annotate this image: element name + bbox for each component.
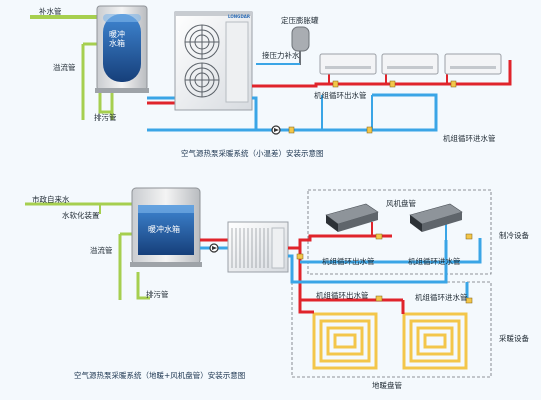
bottom-supply-main xyxy=(288,246,306,314)
bottom-system xyxy=(25,187,492,378)
top-heat-pump-unit xyxy=(174,11,253,111)
top-tank-line2: 水箱 xyxy=(109,39,125,49)
bottom-supply-up xyxy=(298,234,392,248)
top-fan-coil-2 xyxy=(381,53,439,75)
label-cooling-equipment: 制冷设备 xyxy=(499,231,529,240)
top-fan-coil-3 xyxy=(444,53,502,75)
top-valves xyxy=(288,80,457,134)
bottom-tank-text: 暖冲水箱 xyxy=(148,225,180,234)
bottom-caption: 空气源热泵采暖系统（地暖+风机盘管）安装示意图 xyxy=(74,371,246,380)
label-return-a: 机组循环进水管 xyxy=(408,257,461,266)
label-expansion-tank: 定压膨胀罐 xyxy=(281,16,319,25)
label-heating-equipment: 采暖设备 xyxy=(499,334,529,343)
heating-zone-frame xyxy=(291,281,492,378)
bottom-buffer-tank xyxy=(130,187,202,267)
label-top-supply: 机组循环出水管 xyxy=(314,91,367,100)
bottom-drain-pipe xyxy=(136,272,150,300)
label-return-b: 机组循环进水管 xyxy=(415,293,468,302)
top-fan-coil-1 xyxy=(319,53,377,75)
label-overflow-pipe: 溢流管 xyxy=(53,63,76,72)
bottom-valves xyxy=(296,233,473,304)
label-top-return: 机组循环进水管 xyxy=(443,134,496,143)
top-supply-main xyxy=(252,60,512,88)
label-supply-b: 机组循环出水管 xyxy=(316,291,369,300)
label-drain-pipe: 排污管 xyxy=(94,113,117,122)
label-floor-coil: 地暖盘管 xyxy=(372,381,402,390)
bottom-return-cooling xyxy=(300,238,482,264)
floor-coil-left xyxy=(312,312,378,370)
top-return-main xyxy=(252,93,438,132)
top-tank-text: 暖冲 水箱 xyxy=(109,30,125,48)
label-pressure-makeup: 接压力补水 xyxy=(262,51,300,60)
top-expansion-tank xyxy=(291,26,310,65)
top-tank-line1: 暖冲 xyxy=(109,30,125,39)
bottom-heat-pump-unit xyxy=(227,221,289,273)
cooling-zone-frame xyxy=(307,189,492,275)
bottom-fan-coil-1 xyxy=(325,203,379,232)
label-city-water: 市政自来水 xyxy=(32,195,70,204)
bottom-fan-coil-2 xyxy=(409,203,463,232)
top-caption: 空气源热泵采暖系统（小温差）安装示意图 xyxy=(181,149,324,158)
top-buffer-tank xyxy=(95,5,149,93)
floor-coil-right xyxy=(402,312,468,370)
label-bottom-drain: 排污管 xyxy=(146,290,169,299)
label-makeup-pipe: 补水管 xyxy=(39,7,62,16)
label-bottom-overflow: 溢流管 xyxy=(90,246,113,255)
label-supply-a: 机组循环出水管 xyxy=(322,257,375,266)
unit-brand-label: LONGDAR xyxy=(228,14,250,19)
top-system xyxy=(30,5,512,135)
label-softener: 水软化装置 xyxy=(62,211,100,220)
label-fan-coil: 风机盘管 xyxy=(386,199,416,208)
bottom-return-main xyxy=(288,240,448,284)
